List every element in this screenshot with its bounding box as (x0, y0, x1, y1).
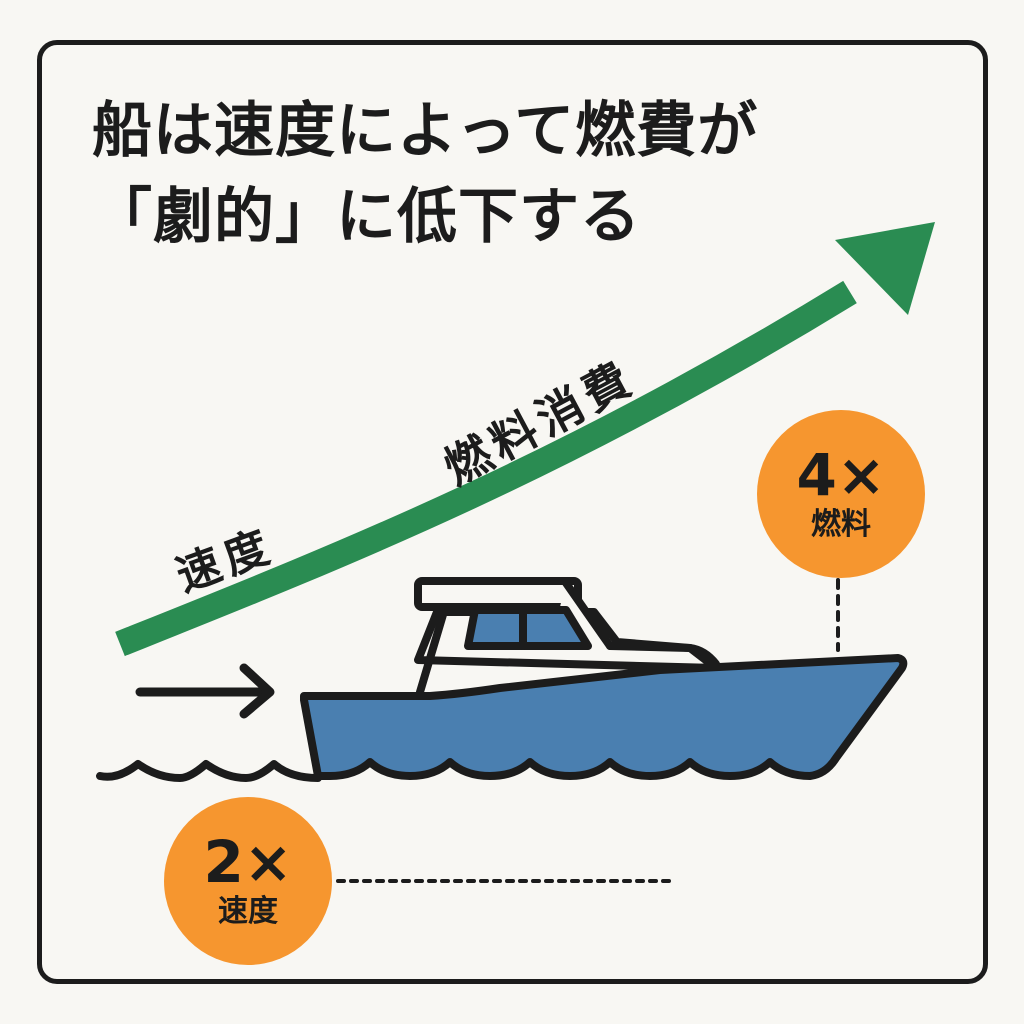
border-frame (37, 40, 988, 984)
speed-multiplier-label: 速度 (218, 894, 278, 929)
fuel-multiplier-label: 燃料 (811, 507, 871, 542)
title-line-2: 「劇的」に低下する (92, 182, 641, 252)
fuel-multiplier-badge: 4× 燃料 (757, 410, 925, 578)
fuel-multiplier-value: 4× (796, 441, 886, 509)
trend-arrow-icon (115, 222, 935, 657)
waves-icon (96, 760, 322, 782)
page-title: 船は速度によって燃費が 「劇的」に低下する (92, 88, 758, 260)
right-arrow-icon (135, 663, 275, 719)
title-line-1: 船は速度によって燃費が (92, 96, 759, 166)
speed-multiplier-value: 2× (203, 828, 293, 896)
boat-icon (300, 577, 908, 780)
speed-multiplier-badge: 2× 速度 (164, 797, 332, 965)
